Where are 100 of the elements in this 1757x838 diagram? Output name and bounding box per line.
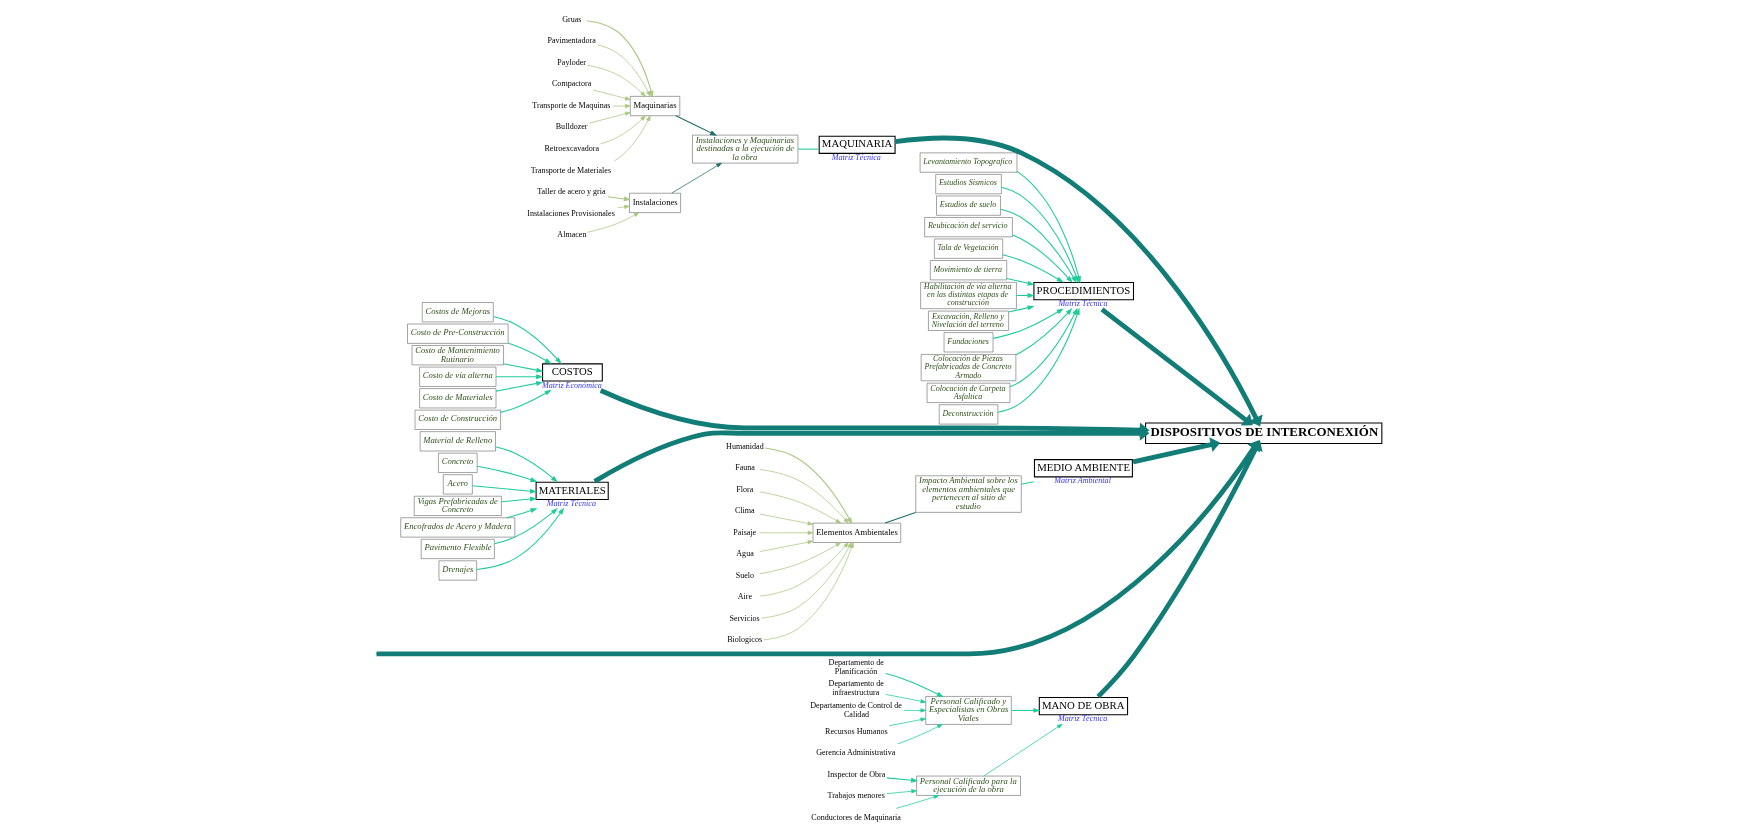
- arrow: [476, 465, 537, 482]
- node-text: Aire: [737, 592, 752, 602]
- arrow: [992, 308, 1064, 339]
- arrow: [500, 496, 537, 503]
- arrow: [758, 491, 841, 524]
- node-text: Instalaciones Provisionales: [526, 208, 615, 218]
- node-text: Compactora: [551, 79, 591, 89]
- arrow: [884, 694, 926, 704]
- node-label: Matriz Técnica: [546, 498, 596, 508]
- arrow: [670, 162, 722, 194]
- arrow: [1132, 437, 1220, 465]
- node-box: Personal Calificado y Especialistas en Obras Viales: [925, 696, 1012, 725]
- node-text: Suelo: [735, 570, 754, 580]
- node-box: Habilitación de vía alterna en las distintas etapas de construcción: [919, 282, 1017, 309]
- node-text: Paisaje: [732, 527, 756, 537]
- node-box: Acero: [442, 474, 473, 495]
- node-text: Clima: [734, 506, 755, 516]
- arrow: [760, 542, 852, 619]
- arrow: [507, 342, 552, 364]
- node-box: DISPOSITIVOS DE INTERCONEXIÓN: [1144, 422, 1382, 445]
- arrow: [885, 777, 918, 783]
- node-box: Impacto Ambiental sobre los elementos ambientales que pertenecen al sitio de estudio: [915, 475, 1022, 513]
- node-box: MAQUINARIA: [818, 135, 896, 154]
- arrow: [903, 708, 926, 713]
- node-text: Humanidad: [725, 441, 764, 451]
- arrow: [758, 540, 813, 552]
- node-box: Tala de Vegetación: [933, 238, 1003, 259]
- arrow: [758, 530, 813, 535]
- arrow: [982, 723, 1062, 777]
- node-box: Colocación de Piezas Prefabricadas de Concreto Armado: [920, 354, 1016, 382]
- arrow: [758, 542, 841, 575]
- node-box: Costo de Pre-Construcción: [406, 323, 508, 344]
- node-box: Costo de Materiales: [418, 388, 496, 409]
- node-text: Taller de acero y gria: [536, 187, 606, 197]
- node-text: Departamento de Control de Calidad: [809, 700, 902, 719]
- arrow: [1001, 254, 1064, 283]
- node-box: MATERIALES: [535, 481, 609, 500]
- arrow: [674, 115, 717, 136]
- node-box: Estudios de suelo: [935, 195, 1001, 216]
- node-box: Instalaciones y Maquinarias destinadas a la ejecución de la obra: [691, 134, 798, 164]
- node-text: Gerencia Administrativa: [815, 748, 895, 758]
- node-text: Biologicos: [726, 635, 762, 645]
- arrow: [885, 789, 917, 795]
- node-text: Servicios: [729, 613, 760, 623]
- node-box: Vigas Prefabricadas de Concreto: [413, 495, 502, 516]
- node-box: MANO DE OBRA: [1038, 696, 1128, 716]
- arrow: [586, 212, 639, 233]
- node-box: Maquinarias: [629, 96, 680, 116]
- node-box: MEDIO AMBIENTE: [1033, 459, 1133, 478]
- arrow: [1011, 234, 1073, 283]
- node-box: PROCEDIMIENTOS: [1032, 282, 1134, 301]
- arrow: [493, 508, 558, 545]
- arrow: [505, 508, 537, 519]
- node-text: Gruas: [561, 14, 581, 24]
- node-text: Fauna: [734, 463, 755, 473]
- node-label: Matriz Técnica: [1057, 714, 1107, 724]
- node-box: Material de Relleno: [419, 431, 496, 452]
- node-box: Costo de Construcción: [414, 409, 501, 430]
- node-text: Trabajos menores: [827, 791, 885, 801]
- arrow: [1100, 307, 1253, 426]
- arrow: [762, 542, 854, 641]
- node-text: Almacen: [556, 230, 586, 240]
- node-text: Payloder: [556, 57, 586, 67]
- arrow: [613, 115, 651, 162]
- node-text: Inspector de Obra: [827, 769, 885, 779]
- arrow: [895, 795, 939, 809]
- arrow: [616, 204, 630, 209]
- node-text: Conductores de Maquinaria: [810, 812, 901, 822]
- arrow: [759, 469, 849, 524]
- node-text: Bulldozer: [555, 122, 588, 132]
- arrow: [758, 513, 813, 526]
- node-text: Retroexcavadora: [543, 143, 599, 153]
- node-box: Drenajes: [438, 560, 477, 581]
- arrow: [596, 44, 651, 97]
- node-text: Departamento de infraestructura: [828, 679, 884, 698]
- node-box: Excavación, Relleno y Nivelación del terreno: [927, 310, 1009, 331]
- node-box: Costo de vía alterna: [418, 366, 496, 387]
- connector: [884, 511, 916, 524]
- node-label: Matriz Económica: [541, 380, 602, 390]
- arrow: [475, 507, 564, 571]
- arrow: [585, 20, 653, 98]
- node-text: Transporte de Maquinas: [531, 100, 610, 110]
- arrow: [586, 64, 646, 97]
- arrow: [494, 446, 558, 483]
- arrow: [764, 447, 852, 525]
- node-box: Fundaciones: [943, 332, 993, 353]
- arrow: [1014, 308, 1072, 356]
- node-label: Matriz Ambiental: [1053, 476, 1111, 486]
- arrow: [495, 381, 543, 392]
- node-box: Deconstrucción: [938, 404, 998, 425]
- node-text: Transporte de Materiales: [530, 165, 611, 175]
- node-box: Personal Calificado para la ejecución de la obra: [915, 775, 1021, 796]
- arrow: [999, 208, 1077, 284]
- arrow: [888, 717, 926, 727]
- arrow: [492, 315, 562, 365]
- arrow: [1005, 278, 1035, 286]
- node-box: Reubicación del servicio: [923, 217, 1013, 238]
- arrow: [588, 111, 631, 124]
- arrow: [592, 425, 1149, 484]
- node-text: Flora: [735, 484, 753, 494]
